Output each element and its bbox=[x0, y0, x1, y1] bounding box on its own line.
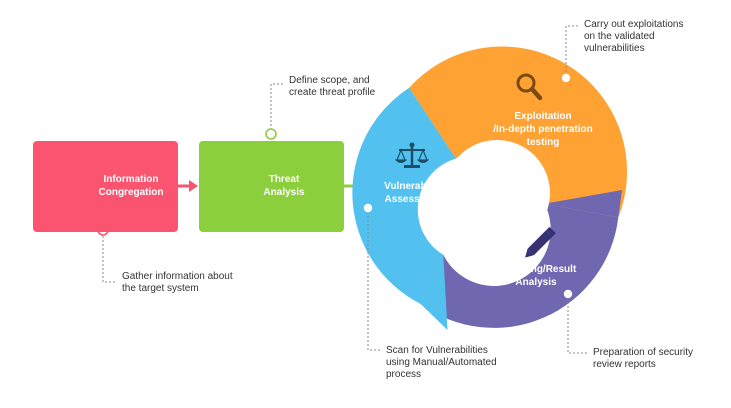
arrow-info-to-threat bbox=[178, 180, 198, 192]
cycle-arrowhead-purple bbox=[544, 190, 622, 218]
exploitation-label: Exploitation /In-depth penetration testi… bbox=[493, 111, 593, 148]
threat-analysis-label: Threat Analysis bbox=[263, 174, 305, 198]
ring-segment-exploitation bbox=[409, 46, 628, 218]
magnifier-icon bbox=[516, 73, 543, 101]
balance-scale-icon bbox=[394, 142, 430, 168]
cycle-arrowhead-blue bbox=[420, 254, 448, 330]
information-congregation-label: Information Congregation bbox=[98, 174, 164, 198]
ring-center bbox=[444, 140, 550, 246]
leader-lines bbox=[102, 25, 588, 354]
information-congregation-box: Information Congregation bbox=[33, 141, 178, 232]
pencil-icon bbox=[525, 226, 556, 258]
reporting-annotation: Preparation of security review reports bbox=[593, 347, 694, 370]
threat-analysis-annotation: Define scope, and create threat profile bbox=[289, 75, 376, 98]
vulnerability-assessment-annotation: Scan for Vulnerabilities using Manual/Au… bbox=[386, 345, 497, 380]
threat-analysis-box: Threat Analysis bbox=[199, 141, 344, 232]
reporting-label: Reporting/Result Analysis bbox=[495, 264, 577, 288]
information-congregation-annotation: Gather information about the target syst… bbox=[122, 271, 233, 294]
cycle-arrowhead-orange bbox=[409, 72, 456, 159]
vulnerability-assessment-label: Vulnerability Assessment bbox=[384, 181, 444, 205]
ring-segment-vulnerability-assessment bbox=[352, 87, 456, 304]
exploitation-annotation: Carry out exploitations on the validated… bbox=[584, 19, 684, 54]
